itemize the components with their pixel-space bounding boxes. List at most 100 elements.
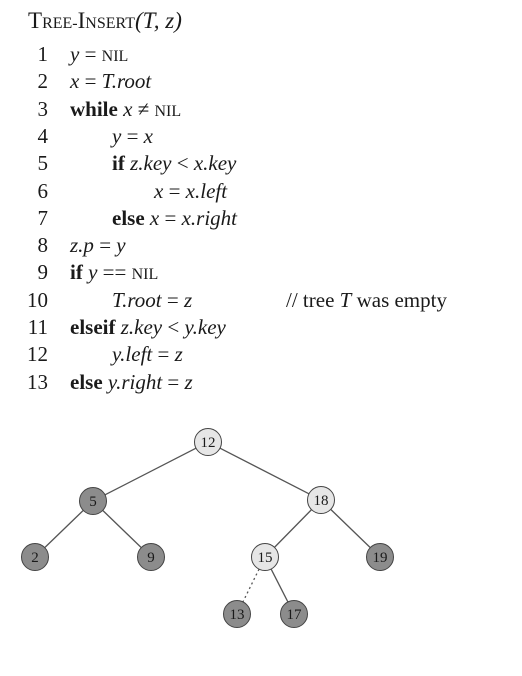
line-number: 1 — [37, 42, 49, 66]
code-token: z.key — [120, 315, 163, 339]
node-circle — [223, 600, 251, 628]
tree-node-18: 18 — [307, 486, 335, 514]
code-token: x — [123, 96, 133, 121]
tree-edge-18-19 — [330, 508, 371, 549]
code-token: y — [70, 42, 80, 66]
code-token: z.p — [70, 233, 94, 258]
code-token: = — [161, 287, 184, 312]
node-circle — [251, 543, 279, 571]
line-number: 4 — [37, 123, 49, 148]
node-key-label: 5 — [89, 494, 97, 510]
line-number: 9 — [37, 260, 49, 285]
line-number: 8 — [37, 233, 49, 258]
code-token: z — [183, 287, 193, 312]
tree-edge-15-17 — [270, 568, 289, 603]
title-initial-t: T — [28, 8, 43, 33]
tree-edge-18-15 — [273, 509, 313, 548]
node-circle — [21, 543, 49, 571]
keyword: while — [70, 96, 124, 121]
code-token: z.key — [130, 151, 172, 176]
node-circle — [79, 487, 107, 515]
code-token: = — [163, 178, 186, 203]
code-token: < — [162, 315, 185, 339]
code-token: y — [88, 260, 98, 285]
line-number: 5 — [37, 151, 49, 176]
code-token: = — [159, 205, 182, 230]
code-token: T.root — [101, 69, 152, 94]
line-number: 12 — [27, 342, 48, 367]
tree-node-19: 19 — [366, 543, 394, 571]
title-rest-2: NSERT — [85, 15, 135, 32]
code-token: x.right — [181, 205, 237, 230]
code-token: T.root — [112, 287, 162, 312]
node-key-label: 17 — [287, 607, 303, 623]
tree-edge-5-2 — [44, 509, 84, 549]
code-statement: if y == NIL — [70, 260, 158, 285]
code-token: y — [112, 123, 122, 148]
code-token: x — [149, 205, 160, 230]
code-token: = — [93, 233, 117, 258]
code-statement: y = NIL — [70, 42, 128, 67]
code-token: = — [152, 342, 175, 367]
tree-node-12: 12 — [194, 428, 222, 456]
line-number: 3 — [37, 96, 49, 121]
nil-constant: NIL — [154, 102, 182, 120]
code-statement: while x ≠ NIL — [70, 97, 181, 122]
tree-edge-12-18 — [219, 447, 310, 495]
line-number: 13 — [27, 369, 48, 394]
code-token: = — [121, 123, 144, 148]
node-circle — [366, 543, 394, 571]
code-statement: if z.key < x.key — [112, 151, 236, 176]
code-statement: elseif z.key < y.key — [70, 315, 226, 340]
tree-node-17: 17 — [280, 600, 308, 628]
nil-constant: NIL — [101, 48, 129, 65]
node-key-label: 15 — [258, 550, 273, 566]
tree-edge-5-9 — [102, 509, 142, 549]
node-key-label: 12 — [201, 435, 216, 451]
node-key-label: 19 — [373, 550, 388, 566]
code-token: z — [184, 369, 193, 394]
line-number: 2 — [37, 69, 49, 94]
line-number: 11 — [27, 315, 48, 339]
line-number: 7 — [37, 205, 49, 230]
tree-node-13: 13 — [223, 600, 251, 628]
procedure-title: TREE-INSERT(T, z) — [28, 8, 182, 34]
node-circle — [137, 543, 165, 571]
tree-node-9: 9 — [137, 543, 165, 571]
title-rest-1: REE- — [42, 15, 78, 32]
keyword: else — [112, 205, 150, 230]
keyword: if — [70, 260, 89, 285]
tree-edge-12-5 — [104, 447, 197, 496]
code-statement: else x = x.right — [112, 206, 237, 231]
code-statement: else y.right = z — [70, 370, 193, 395]
code-statement: x = x.left — [154, 179, 227, 204]
code-token: = — [162, 369, 185, 394]
node-circle — [194, 428, 222, 456]
node-circle — [280, 600, 308, 628]
code-token: = — [79, 42, 102, 66]
code-token: z — [174, 342, 183, 367]
keyword: if — [112, 151, 131, 176]
node-circle — [307, 486, 335, 514]
title-initial-i: I — [77, 8, 86, 33]
keyword: elseif — [70, 315, 121, 339]
procedure-params: (T, z) — [135, 8, 182, 33]
node-key-label: 13 — [230, 607, 245, 623]
node-key-label: 9 — [147, 550, 155, 566]
node-key-label: 2 — [31, 550, 39, 566]
code-token: < — [171, 151, 194, 176]
node-key-label: 18 — [314, 493, 329, 509]
code-token: == — [97, 260, 132, 285]
code-statement: x = T.root — [70, 69, 151, 94]
code-comment: // tree T was empty — [286, 287, 447, 312]
code-token: y.right — [107, 369, 163, 394]
code-token: x — [154, 178, 164, 203]
tree-node-2: 2 — [21, 543, 49, 571]
code-token: = — [79, 69, 102, 94]
code-statement: y.left = z — [112, 342, 183, 367]
code-token: x — [70, 69, 80, 94]
tree-edge-15-13 — [242, 568, 260, 603]
code-token: x — [143, 123, 153, 148]
code-statement: T.root = z — [112, 288, 192, 313]
keyword: else — [70, 369, 108, 394]
